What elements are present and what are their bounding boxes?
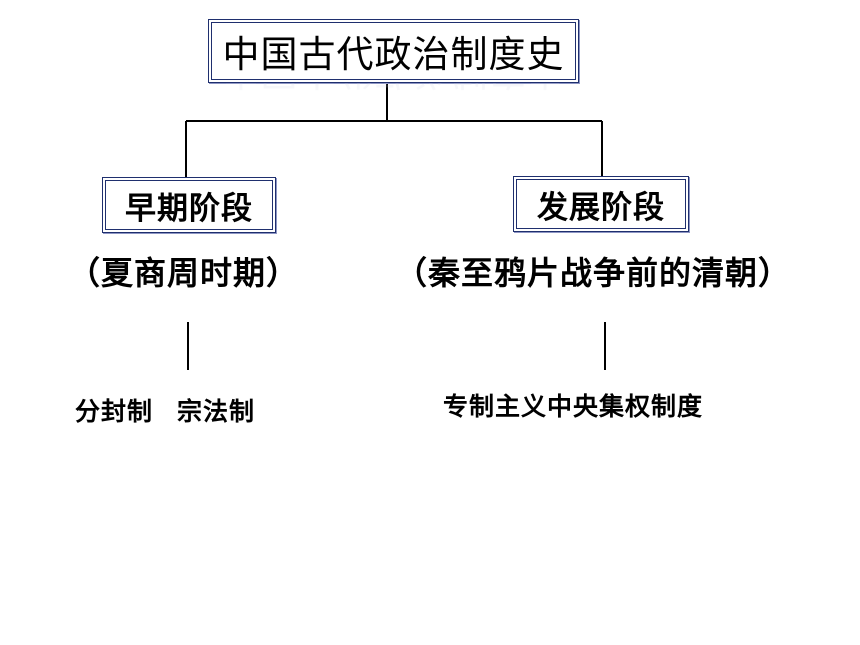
- development-stage-systems: 专制主义中央集权制度: [443, 387, 703, 423]
- diagram-title-box: 中国古代政治制度史: [208, 19, 579, 83]
- title-reflection-text: 中国古代政治制度史: [208, 83, 579, 107]
- early-stage-period: （夏商周时期）: [68, 254, 300, 292]
- diagram-title: 中国古代政治制度史: [222, 33, 565, 76]
- title-reflection: 中国古代政治制度史: [208, 83, 579, 107]
- early-stage-systems: 分封制宗法制: [75, 392, 255, 428]
- fenfeng-system-label: 分封制: [75, 397, 154, 426]
- development-stage-label: 发展阶段: [537, 189, 665, 226]
- early-stage-box: 早期阶段: [102, 177, 276, 233]
- centralization-system-label: 专制主义中央集权制度: [443, 392, 704, 421]
- development-stage-box: 发展阶段: [513, 176, 689, 232]
- development-stage-period: （秦至鸦片战争前的清朝）: [395, 254, 792, 292]
- early-stage-label: 早期阶段: [125, 190, 253, 227]
- zongfa-system-label: 宗法制: [177, 397, 256, 426]
